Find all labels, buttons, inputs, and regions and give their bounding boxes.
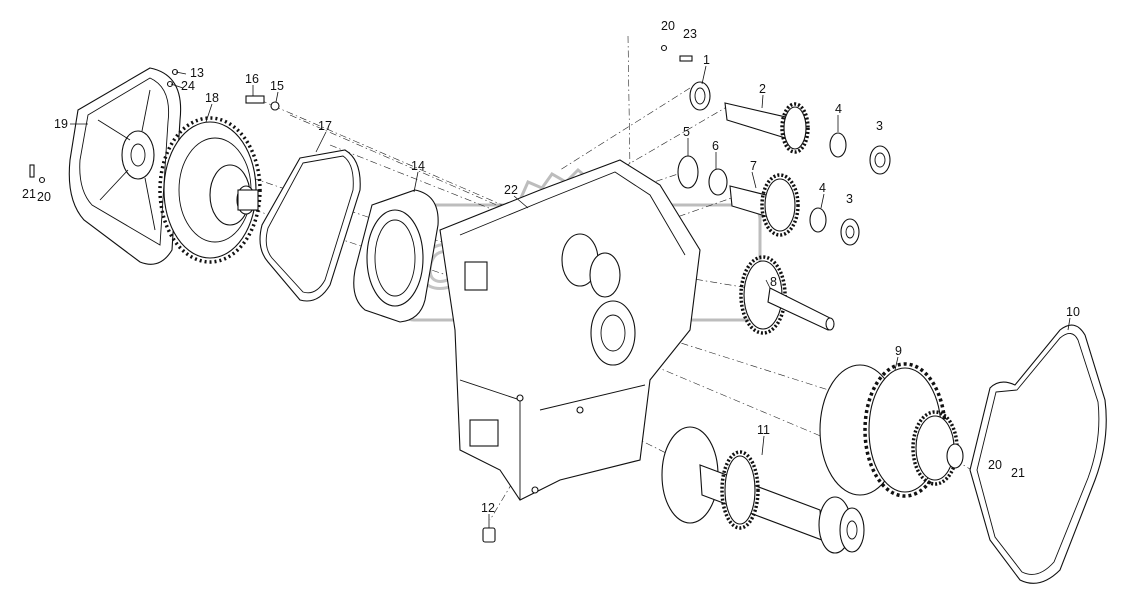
callout-15: 15	[270, 79, 284, 93]
callout-1: 1	[703, 53, 710, 67]
callout-13: 13	[190, 66, 204, 80]
callout-10: 10	[1066, 305, 1080, 319]
callout-18: 18	[205, 91, 219, 105]
callout-20: 20	[661, 19, 675, 33]
callout-20: 20	[37, 190, 51, 204]
housing-22	[439, 159, 701, 501]
callout-5: 5	[683, 125, 690, 139]
cover-plate-19	[68, 67, 182, 265]
clutch-pack-9	[819, 362, 964, 498]
callout-2: 2	[759, 82, 766, 96]
callout-3: 3	[846, 192, 853, 206]
callout-21: 21	[1011, 466, 1025, 480]
gasket-10	[969, 324, 1107, 584]
callout-4: 4	[819, 181, 826, 195]
callout-16: 16	[245, 72, 259, 86]
gear-18	[158, 116, 262, 264]
shaft-11	[661, 426, 865, 554]
callout-labels: 1 2 3 3 4 4 5 6 7 8 9 10 11 12 13 14 15 …	[22, 19, 1080, 515]
callout-9: 9	[895, 344, 902, 358]
callout-14: 14	[411, 159, 425, 173]
callout-3: 3	[876, 119, 883, 133]
callout-19: 19	[54, 117, 68, 131]
callout-24: 24	[181, 79, 195, 93]
callout-22: 22	[504, 183, 518, 197]
callout-17: 17	[318, 119, 332, 133]
callout-23: 23	[683, 27, 697, 41]
callout-20: 20	[988, 458, 1002, 472]
callout-12: 12	[481, 501, 495, 515]
callout-6: 6	[712, 139, 719, 153]
callout-leaders	[70, 65, 1071, 528]
seal-plate-14	[353, 189, 439, 323]
upper-shaft-parts	[677, 81, 891, 246]
shaft-8	[739, 255, 835, 335]
small-fasteners	[29, 44, 1013, 543]
callout-4: 4	[835, 102, 842, 116]
gasket-17	[259, 149, 361, 302]
callout-7: 7	[750, 159, 757, 173]
callout-11: 11	[757, 423, 770, 437]
callout-8: 8	[770, 275, 777, 289]
callout-21: 21	[22, 187, 36, 201]
